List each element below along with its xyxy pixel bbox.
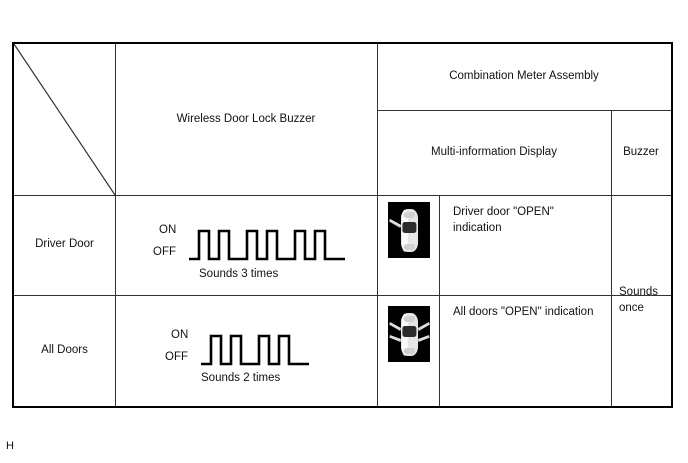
- door-lock-buzzer-table: Wireless Door Lock Buzzer Combination Me…: [12, 42, 673, 408]
- row-driver-door-condition: Driver Door: [14, 195, 115, 295]
- header-combination-meter-assembly: Combination Meter Assembly: [377, 44, 671, 110]
- row-all-doors-off-label: OFF: [165, 351, 188, 363]
- car-driver-door-open-icon: [388, 202, 430, 258]
- grid-hline-body-top: [14, 195, 671, 196]
- grid-hline-header-split: [377, 110, 671, 111]
- corner-cell: [14, 44, 115, 195]
- row-all-doors-condition-label: All Doors: [41, 343, 88, 356]
- row-all-doors-condition: All Doors: [14, 295, 115, 406]
- row-driver-door-condition-label: Driver Door: [35, 238, 94, 251]
- row-all-doors-display-text: All doors "OPEN" indication: [453, 306, 594, 318]
- header-buzzer: Buzzer: [611, 110, 671, 195]
- header-wireless-door-lock-buzzer: Wireless Door Lock Buzzer: [115, 44, 377, 195]
- row-driver-door-wave-caption: Sounds 3 times: [199, 268, 279, 280]
- row-all-doors-waveform-cell: ON OFF Sounds 2 times: [115, 295, 377, 406]
- buzzer-value-label: Sounds once: [619, 285, 659, 314]
- row-all-doors-waveform: [201, 334, 309, 366]
- row-driver-door-waveform: [189, 229, 345, 261]
- grid-vline-1: [115, 44, 116, 406]
- row-all-doors-display-text-cell: All doors "OPEN" indication: [439, 295, 611, 406]
- header-multi-information-display: Multi-information Display: [377, 110, 611, 195]
- grid-vline-3: [439, 195, 440, 406]
- row-driver-door-waveform-cell: ON OFF Sounds 3 times: [115, 195, 377, 295]
- grid-vline-2: [377, 44, 378, 406]
- grid-vline-4: [611, 110, 612, 406]
- header-wireless-door-lock-buzzer-label: Wireless Door Lock Buzzer: [176, 112, 316, 125]
- buzzer-value-cell: Sounds once: [611, 195, 671, 406]
- page-mark-glyph: H: [6, 440, 14, 452]
- car-all-doors-open-icon: [388, 306, 430, 362]
- row-driver-door-off-label: OFF: [153, 246, 176, 258]
- row-driver-door-display-text: Driver door "OPEN" indication: [453, 206, 554, 234]
- corner-diagonal-line: [14, 44, 115, 195]
- header-combination-meter-assembly-label: Combination Meter Assembly: [449, 70, 599, 83]
- grid-hline-row-split: [14, 295, 671, 296]
- row-all-doors-wave-caption: Sounds 2 times: [201, 372, 281, 384]
- row-driver-door-display-text-cell: Driver door "OPEN" indication: [439, 195, 611, 295]
- row-driver-door-on-label: ON: [159, 224, 177, 236]
- row-all-doors-on-label: ON: [171, 329, 189, 341]
- header-buzzer-label: Buzzer: [623, 145, 659, 158]
- header-multi-information-display-label: Multi-information Display: [431, 145, 557, 158]
